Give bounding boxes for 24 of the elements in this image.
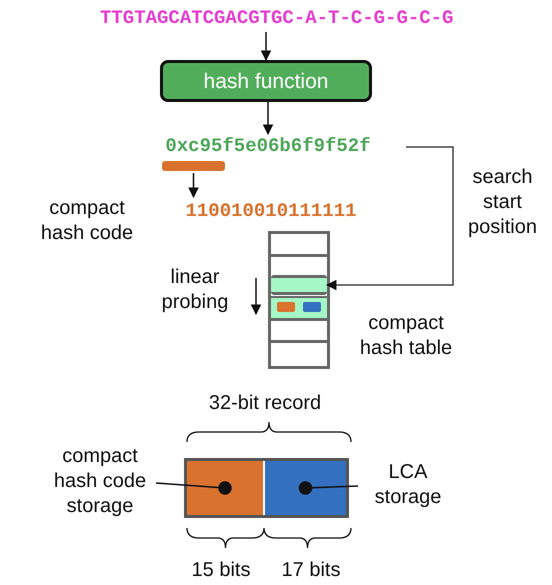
node-caption: compact hash code	[40, 196, 134, 246]
hash-table	[268, 231, 330, 369]
dna-sequence: TTGTAGCATCGACGTGC-A-T-C-G-G-C-G	[100, 6, 450, 32]
direction-caption: linear probing	[160, 265, 230, 315]
arrow	[188, 173, 199, 198]
record-caption: 32-bit record	[208, 391, 322, 416]
binary-code: 110010010111111	[155, 199, 387, 225]
record-box	[184, 458, 349, 518]
leader-line	[298, 481, 358, 495]
field-caption: LCA storage	[358, 460, 458, 512]
process-box: hash function	[160, 60, 372, 102]
table-row	[271, 275, 327, 295]
arrow	[260, 32, 272, 62]
width-caption: 15 bits	[190, 558, 252, 583]
bit-range-bar	[162, 161, 225, 171]
edge-label: search start position	[467, 165, 538, 240]
node-caption: compact hash table	[358, 311, 454, 361]
leader-line	[156, 481, 232, 495]
arrow	[262, 102, 274, 136]
lca-field	[265, 461, 346, 515]
field-caption: compact hash code storage	[44, 444, 156, 522]
hash-code-field	[187, 461, 263, 515]
width-caption: 17 bits	[280, 558, 342, 583]
hash-value: 0xc95f5e06b6f9f52f	[130, 134, 406, 160]
